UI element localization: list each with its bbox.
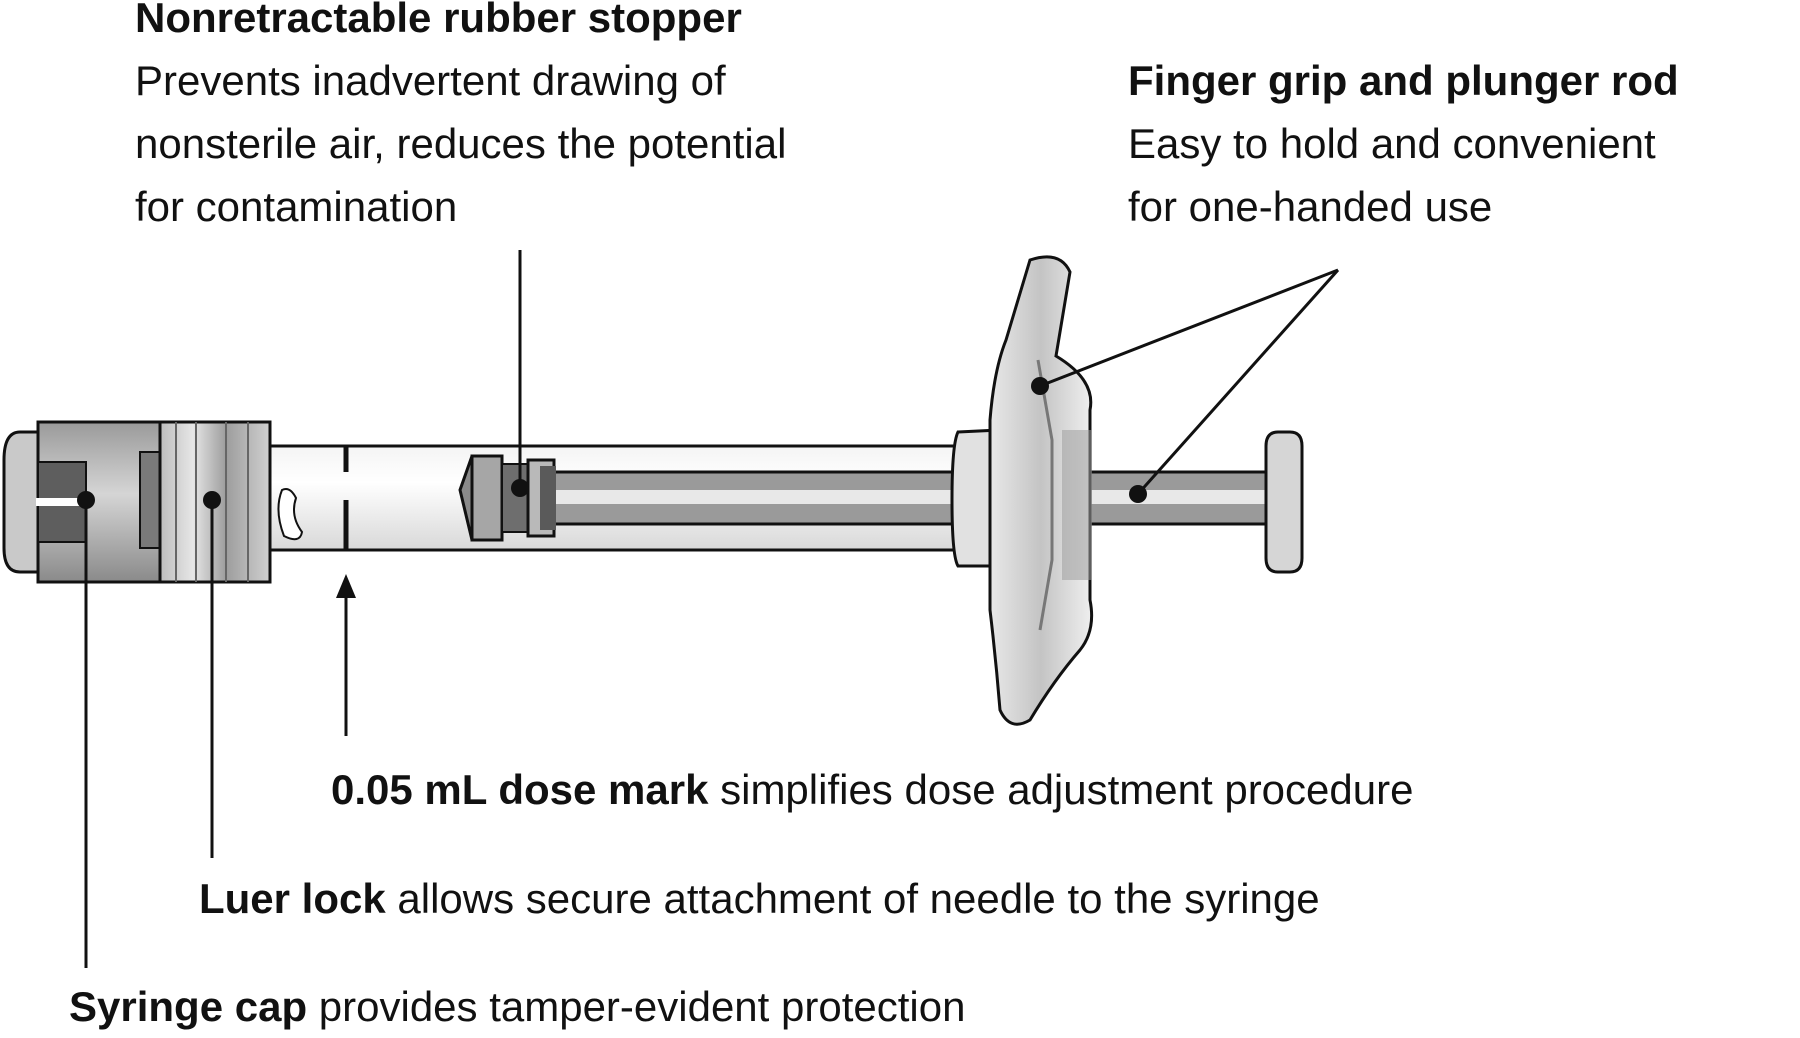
- grip-title: Finger grip and plunger rod: [1128, 57, 1679, 104]
- cap-desc: provides tamper-evident protection: [307, 983, 966, 1030]
- luer-title: Luer lock: [199, 875, 386, 922]
- plunger-leader: [1136, 269, 1340, 495]
- dose-callout: 0.05 mL dose mark simplifies dose adjust…: [331, 758, 1413, 821]
- luer-desc: allows secure attachment of needle to th…: [385, 875, 1320, 922]
- dose-title: 0.05 mL dose mark: [331, 766, 709, 813]
- callout-lines: [77, 250, 1340, 968]
- dose-arrowhead: [336, 574, 356, 598]
- cap-callout: Syringe cap provides tamper-evident prot…: [69, 975, 965, 1038]
- finger-grip: [950, 255, 1094, 726]
- rubber-stopper: [458, 454, 556, 542]
- stopper-desc-line-1: Prevents inadvertent drawing of: [135, 57, 726, 104]
- stopper-desc-line-2: nonsterile air, reduces the potential: [135, 120, 787, 167]
- dose-desc: simplifies dose adjustment procedure: [708, 766, 1414, 813]
- stopper-desc-line-3: for contamination: [135, 183, 458, 230]
- stopper-callout: Nonretractable rubber stopper Prevents i…: [135, 0, 786, 238]
- stopper-title: Nonretractable rubber stopper: [135, 0, 742, 41]
- cap-dot: [77, 491, 95, 509]
- luer-dot: [203, 491, 221, 509]
- grip-dot: [1031, 377, 1049, 395]
- plunger-thumb-pad: [1264, 430, 1304, 574]
- grip-leader: [1039, 268, 1339, 388]
- grip-desc-line-2: for one-handed use: [1128, 183, 1493, 230]
- stopper-dot: [511, 479, 529, 497]
- luer-callout: Luer lock allows secure attachment of ne…: [199, 867, 1320, 930]
- plunger-dot: [1129, 485, 1147, 503]
- grip-desc-line-1: Easy to hold and convenient: [1128, 120, 1656, 167]
- syringe-cap: [2, 420, 162, 584]
- grip-callout: Finger grip and plunger rod Easy to hold…: [1128, 49, 1679, 238]
- plunger-rod: [550, 430, 1304, 574]
- cap-title: Syringe cap: [69, 983, 308, 1030]
